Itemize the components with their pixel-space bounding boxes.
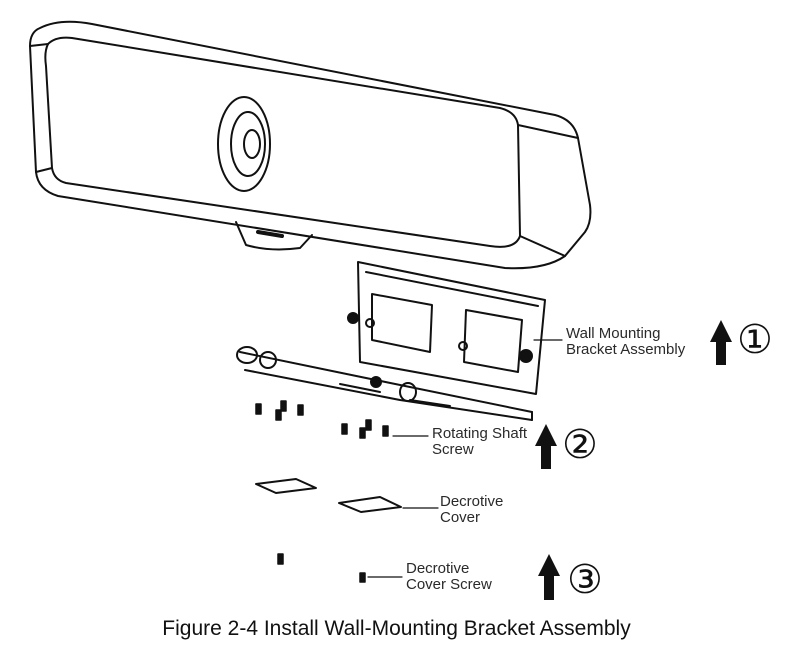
- up-arrow-icon: [535, 320, 732, 600]
- label-wall-mounting-bracket: Wall Mounting Bracket Assembly: [566, 325, 686, 358]
- rotating-shaft-screws: [255, 400, 389, 439]
- camera-body: [29, 20, 592, 270]
- step-3-marker: ③: [567, 557, 603, 603]
- decrotive-covers: [255, 478, 402, 513]
- wall-mounting-bracket: [236, 261, 546, 421]
- step-2-marker: ②: [562, 422, 598, 468]
- label-rotating-shaft-screw: Rotating Shaft Screw: [432, 425, 528, 458]
- label-decrotive-cover: Decrotive Cover: [440, 493, 504, 526]
- camera-lens: [217, 96, 271, 192]
- label-decrotive-cover-screw: Decrotive Cover Screw: [406, 560, 492, 593]
- leader-lines: [367, 339, 563, 578]
- step-1-marker: ①: [737, 317, 773, 363]
- figure-caption: Figure 2-4 Install Wall-Mounting Bracket…: [162, 617, 631, 640]
- decrotive-cover-screws: [277, 553, 366, 583]
